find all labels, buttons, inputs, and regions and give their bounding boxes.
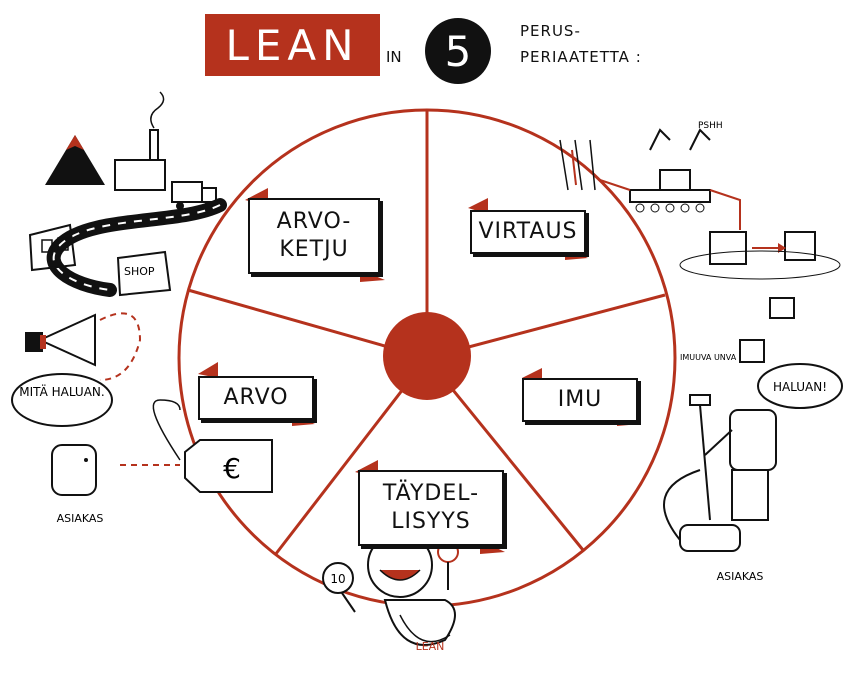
vacuum-icon bbox=[663, 394, 741, 552]
customer-left-label: ASIAKAS bbox=[57, 512, 104, 525]
title-in: IN bbox=[386, 48, 402, 66]
flow-arrow bbox=[599, 179, 741, 230]
title-lean: LEAN bbox=[225, 20, 360, 70]
subtitle-line-2: PERIAATETTA : bbox=[520, 48, 642, 66]
truck-icon bbox=[171, 181, 217, 210]
title-number-circle: 5 bbox=[425, 18, 491, 84]
principle-imu-label: IMU bbox=[557, 387, 603, 412]
conveyor-icon bbox=[629, 169, 711, 213]
price-tag-line bbox=[152, 399, 181, 461]
megaphone-dash-line bbox=[99, 312, 142, 381]
warehouse-icon bbox=[28, 223, 77, 272]
vacuum-sound-label: IMUUVA UNVA bbox=[680, 353, 737, 362]
principle-taydellisyys-line2: LISYYS bbox=[391, 509, 471, 534]
customer-left-figure bbox=[51, 444, 97, 496]
principle-virtaus: VIRTAUS bbox=[470, 210, 586, 254]
speech-left-text: MITÄ HALUAN. bbox=[19, 384, 104, 399]
mountain-icon bbox=[45, 135, 105, 185]
bucket-icon bbox=[709, 231, 816, 265]
subtitle-line-1: PERUS- bbox=[520, 22, 581, 40]
baby-sign-icon: 10 bbox=[322, 562, 356, 613]
title-lean-box: LEAN bbox=[205, 14, 380, 76]
customer-right-figure bbox=[704, 409, 777, 521]
customer-right-label: ASIAKAS bbox=[717, 570, 764, 583]
speech-right-text: HALUAN! bbox=[773, 380, 827, 394]
baby-diaper-label: LEAN bbox=[416, 640, 445, 653]
flying-box-icon bbox=[739, 297, 795, 363]
title-subtitle: PERUS- PERIAATETTA : bbox=[520, 18, 642, 70]
price-tag-symbol: € bbox=[223, 452, 241, 485]
principle-imu: IMU bbox=[522, 378, 638, 422]
speech-cloud-left: MITÄ HALUAN. bbox=[11, 373, 113, 427]
principle-taydellisyys-line1: TÄYDEL- bbox=[382, 481, 480, 506]
shop-icon: SHOP bbox=[116, 250, 172, 297]
baby-sign-text: 10 bbox=[330, 572, 345, 586]
shop-label: SHOP bbox=[124, 265, 155, 278]
principle-virtaus-label: VIRTAUS bbox=[478, 219, 578, 244]
banner-fold-arvo bbox=[198, 362, 218, 378]
factory-icon bbox=[114, 91, 166, 191]
puddle-icon bbox=[679, 250, 841, 280]
principle-arvoketju-line2: KETJU bbox=[279, 237, 349, 262]
megaphone-icon bbox=[25, 313, 96, 367]
road-markings-icon bbox=[52, 204, 221, 291]
waterfall-icon bbox=[559, 139, 596, 191]
principle-arvo-label: ARVO bbox=[223, 385, 289, 410]
principle-arvoketju: ARVO- KETJU bbox=[248, 198, 380, 274]
flower-rattle-icon bbox=[437, 541, 459, 590]
wheel-hub bbox=[383, 312, 471, 400]
robot-arm-icon bbox=[649, 128, 711, 151]
principle-arvoketju-line1: ARVO- bbox=[276, 209, 352, 234]
principle-arvo: ARVO bbox=[198, 376, 314, 420]
mountain-snow-icon bbox=[66, 135, 84, 150]
principle-taydellisyys: TÄYDEL- LISYYS bbox=[358, 470, 504, 546]
title-number: 5 bbox=[444, 26, 472, 76]
robot-sound-label: PSHH bbox=[698, 121, 723, 131]
price-tag-icon: € bbox=[184, 439, 273, 493]
baby-figure: LEAN bbox=[367, 532, 456, 653]
speech-cloud-right: HALUAN! bbox=[757, 363, 843, 409]
